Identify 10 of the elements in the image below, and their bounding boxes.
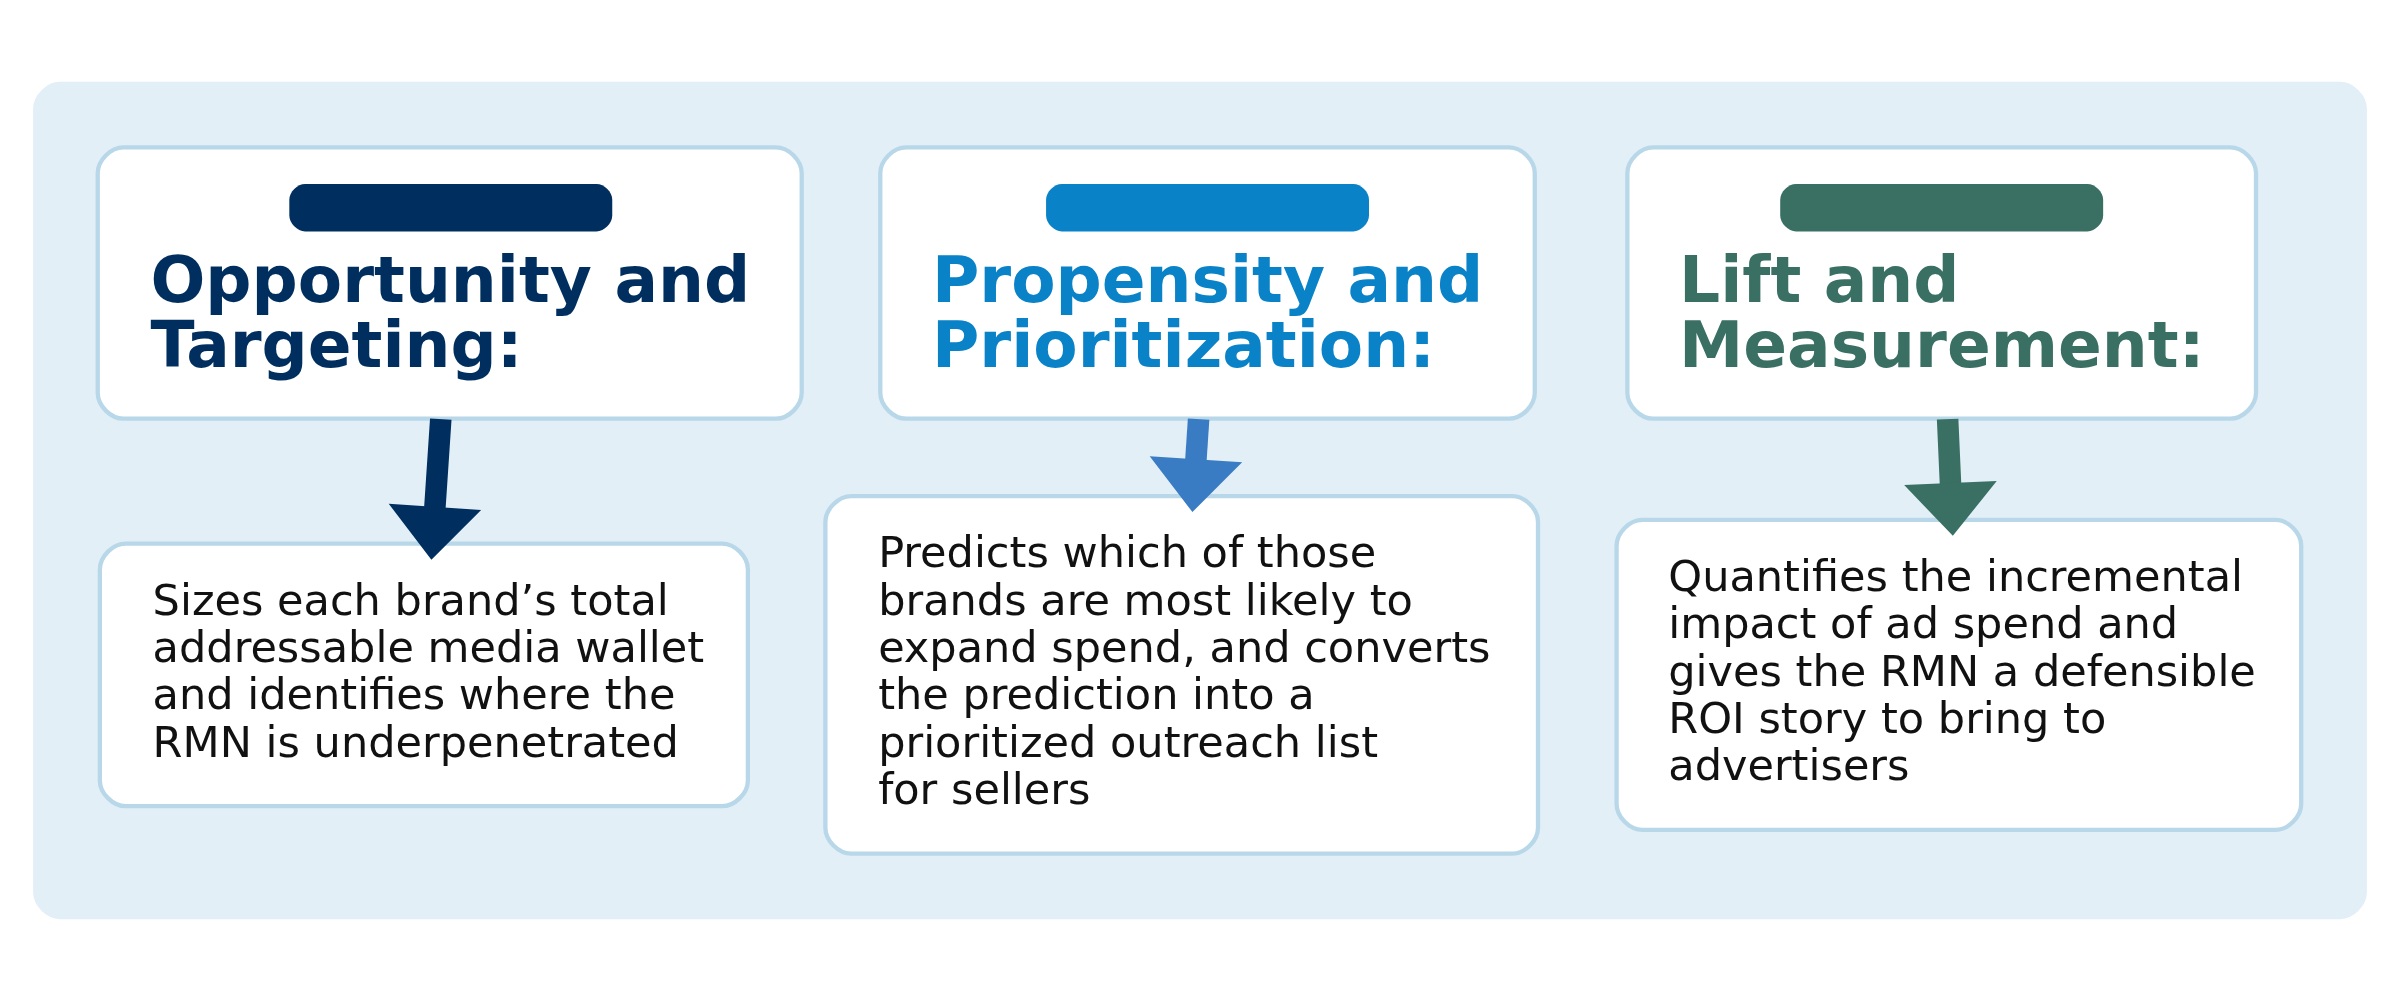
node-box: Predicts which of those brands are most likely to expand spend, and converts the prediction into a prioritized outreach list for sellers xyxy=(823,493,1541,856)
node-box: Sizes each brand’s total addressable media wallet and identifies where the RMN is underpenetrated xyxy=(97,540,751,808)
node-box: Propensity and Prioritization: xyxy=(878,144,1537,421)
node-box: Quantifies the incremental impact of ad spend and gives the RMN a defensible ROI story to bring to advertisers xyxy=(1614,517,2304,832)
node-box: Opportunity and Targeting: xyxy=(95,144,804,421)
arrow xyxy=(1904,418,1997,536)
arrow xyxy=(1149,417,1243,512)
node-box: Lift and Measurement: xyxy=(1625,144,2259,421)
cluster xyxy=(33,81,2367,919)
arrow xyxy=(388,417,482,560)
